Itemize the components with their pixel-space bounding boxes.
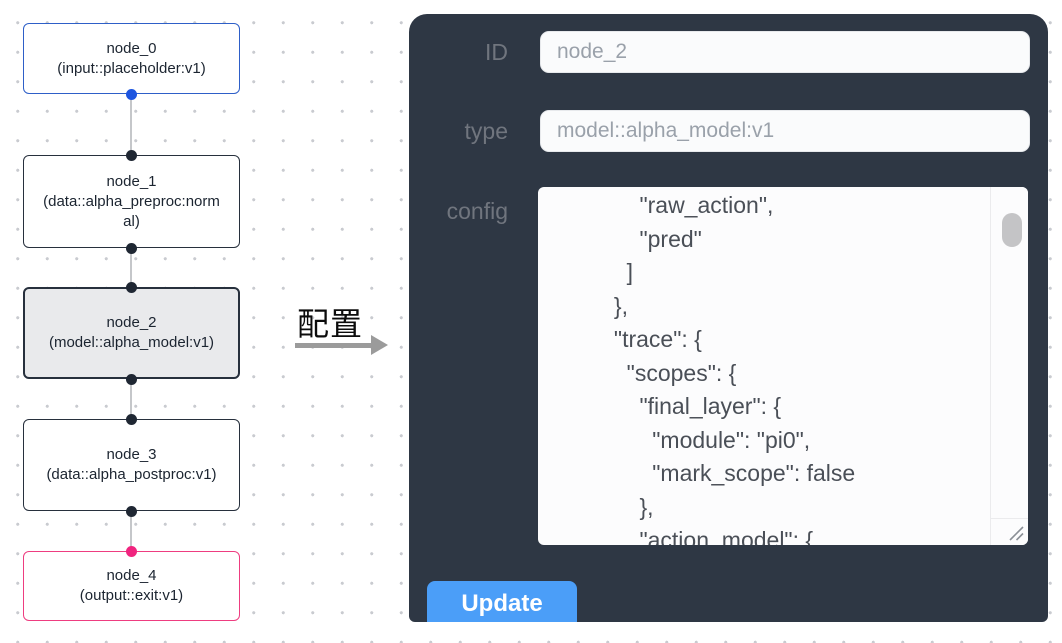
edge-node0-node1 xyxy=(130,94,132,155)
editor-scrollbar-track[interactable] xyxy=(990,187,1028,519)
right-arrow-head-icon xyxy=(371,335,388,355)
graph-node-1[interactable]: node_1 (data::alpha_preproc:normal) xyxy=(23,155,240,248)
node-subtitle: (data::alpha_postproc:v1) xyxy=(46,466,217,483)
node-subtitle: (model::alpha_model:v1) xyxy=(48,334,215,351)
port-node3-in[interactable] xyxy=(126,414,137,425)
type-field-label: type xyxy=(464,118,508,144)
port-node1-in[interactable] xyxy=(126,150,137,161)
node-config-panel: ID type config "raw_action", "pred" ] },… xyxy=(409,14,1048,622)
node-subtitle: (input::placeholder:v1) xyxy=(57,59,206,77)
graph-node-4[interactable]: node_4 (output::exit:v1) xyxy=(23,551,240,621)
port-node0-out[interactable] xyxy=(126,89,137,100)
port-node4-in[interactable] xyxy=(126,546,137,557)
node-subtitle: (data::alpha_preproc:normal) xyxy=(43,192,220,230)
resize-handle-icon[interactable] xyxy=(1007,524,1025,542)
node-title: node_2 xyxy=(106,314,157,331)
port-node2-in[interactable] xyxy=(126,282,137,293)
id-field-label: ID xyxy=(485,39,508,65)
edge-node3-node4 xyxy=(130,511,132,551)
port-node2-out[interactable] xyxy=(126,374,137,385)
config-field-label: config xyxy=(446,198,508,224)
node-title: node_0 xyxy=(106,39,157,57)
graph-node-0[interactable]: node_0 (input::placeholder:v1) xyxy=(23,23,240,94)
node-subtitle: (output::exit:v1) xyxy=(79,587,184,604)
edge-node1-node2 xyxy=(130,248,132,287)
graph-node-2-selected[interactable]: node_2 (model::alpha_model:v1) xyxy=(23,287,240,379)
node-title: node_4 xyxy=(106,567,157,584)
config-editor[interactable]: "raw_action", "pred" ] }, "trace": { "sc… xyxy=(538,187,1028,545)
port-node1-out[interactable] xyxy=(126,243,137,254)
edge-node2-node3 xyxy=(130,379,132,419)
right-arrow-icon xyxy=(295,343,372,348)
id-input[interactable] xyxy=(540,31,1030,73)
node-title: node_3 xyxy=(106,446,157,463)
type-input[interactable] xyxy=(540,110,1030,152)
graph-node-3[interactable]: node_3 (data::alpha_postproc:v1) xyxy=(23,419,240,511)
update-button[interactable]: Update xyxy=(427,581,577,622)
config-json-text[interactable]: "raw_action", "pred" ] }, "trace": { "sc… xyxy=(613,192,856,545)
editor-scroll-corner xyxy=(990,518,1028,545)
node-title: node_1 xyxy=(106,172,157,190)
port-node3-out[interactable] xyxy=(126,506,137,517)
transition-label: 配置 xyxy=(297,306,364,342)
editor-scrollbar-thumb[interactable] xyxy=(1002,213,1022,247)
